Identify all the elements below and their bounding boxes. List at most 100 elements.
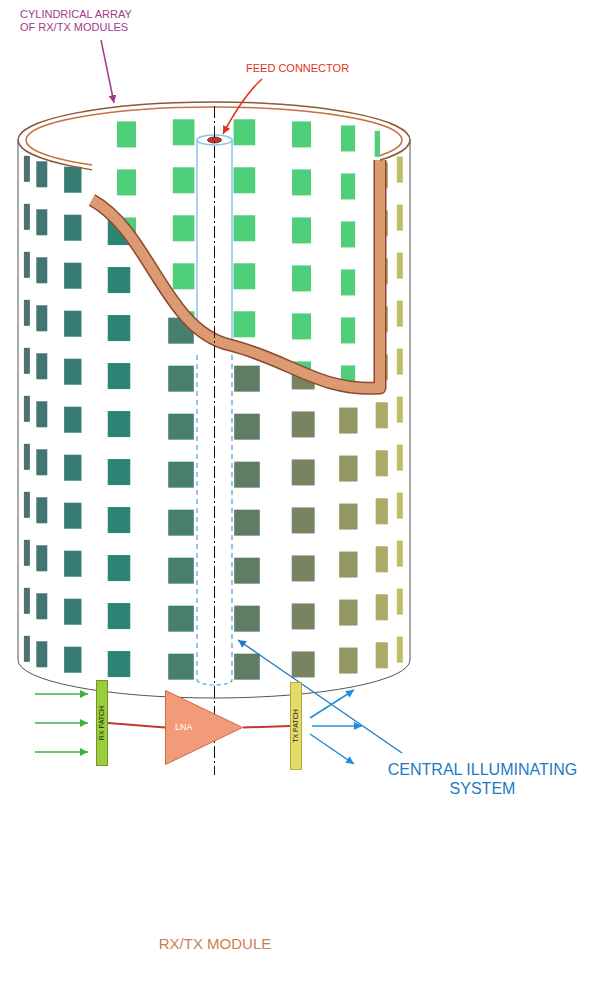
- outer-module-patch: [36, 401, 47, 427]
- rx-patch-antenna: RX PATCH: [96, 680, 108, 766]
- inner-module-patch: [341, 317, 355, 343]
- outer-module-patch: [292, 411, 315, 437]
- signal-wire: [243, 726, 290, 728]
- inner-module-patch: [46, 227, 54, 253]
- outer-module-patch: [24, 444, 30, 470]
- outer-module-patch: [36, 209, 47, 235]
- outer-module-patch: [168, 366, 194, 392]
- outer-module-patch: [64, 167, 81, 193]
- outer-module-patch: [64, 551, 81, 577]
- outer-module-patch: [234, 414, 260, 440]
- inner-module-patch: [234, 119, 256, 145]
- outer-module-patch: [339, 600, 357, 626]
- outer-module-patch: [64, 359, 81, 385]
- module-arrows: [35, 690, 362, 764]
- inner-module-patch: [117, 265, 136, 291]
- inner-module-patch: [234, 311, 256, 337]
- tube-wall: [231, 140, 233, 355]
- outer-module-patch: [24, 588, 30, 614]
- inner-module-patch: [117, 121, 136, 147]
- inner-module-patch: [46, 323, 54, 349]
- outer-module-patch: [24, 156, 30, 182]
- inner-module-patch: [173, 119, 195, 145]
- inner-module-patch: [341, 269, 355, 295]
- outer-module-patch: [24, 396, 30, 422]
- incoming-wave-arrow: [35, 722, 88, 724]
- outer-module-patch: [36, 353, 47, 379]
- inner-module-patch: [292, 265, 311, 291]
- inner-module-patch: [46, 275, 54, 301]
- inner-module-patch: [341, 125, 355, 151]
- outer-module-patch: [397, 445, 403, 471]
- inner-module-patch: [73, 221, 87, 247]
- leader-line: [223, 79, 262, 134]
- outer-module-patch: [168, 462, 194, 488]
- part-label: CYLINDRICAL ARRAY OF RX/TX MODULES: [20, 8, 145, 34]
- incoming-wave-arrow: [35, 693, 88, 695]
- inner-module-patch: [73, 125, 87, 151]
- signal-wire: [108, 723, 165, 728]
- outer-module-patch: [376, 642, 388, 668]
- outer-module-patch: [234, 462, 260, 488]
- outer-module-patch: [24, 204, 30, 230]
- outer-module-patch: [108, 267, 131, 293]
- inner-module-patch: [292, 313, 311, 339]
- outer-module-patch: [234, 366, 260, 392]
- node-text: TX PATCH: [292, 709, 300, 743]
- outer-module-patch: [397, 589, 403, 615]
- leader-line: [101, 40, 114, 103]
- inner-module-patch: [173, 359, 195, 385]
- amplifier-triangle: [166, 691, 243, 765]
- inner-module-patch: [375, 131, 383, 157]
- outer-module-patch: [64, 647, 81, 673]
- inner-module-patch: [173, 215, 195, 241]
- outer-module-patch: [36, 449, 47, 475]
- outer-module-patch: [292, 459, 315, 485]
- outer-module-patch: [397, 157, 403, 183]
- outer-module-patch: [376, 546, 388, 572]
- inner-module-patch: [234, 167, 256, 193]
- outer-module-patch: [376, 594, 388, 620]
- outer-module-patch: [36, 161, 47, 187]
- outer-module-patch: [64, 263, 81, 289]
- outer-module-patch: [234, 654, 260, 680]
- outer-module-patch: [24, 540, 30, 566]
- outer-module-patch: [24, 492, 30, 518]
- outer-module-patch: [292, 507, 315, 533]
- tx-patch-antenna: TX PATCH: [290, 682, 302, 770]
- outer-module-patch: [292, 651, 315, 677]
- outer-module-patch: [234, 510, 260, 536]
- outer-module-patch: [234, 606, 260, 632]
- outer-module-patch: [36, 593, 47, 619]
- cut-band: [92, 160, 380, 388]
- outer-module-patch: [24, 348, 30, 374]
- inner-module-patch: [173, 167, 195, 193]
- outer-module-patch: [108, 315, 131, 341]
- outer-module-patch: [108, 603, 131, 629]
- outer-module-patch: [339, 648, 357, 674]
- tube-hidden-wall: [196, 355, 197, 680]
- outer-module-patch: [36, 305, 47, 331]
- inner-module-patch: [234, 263, 256, 289]
- outer-module-patch: [339, 408, 357, 434]
- outer-module-patch: [64, 503, 81, 529]
- outer-module-patch: [168, 654, 194, 680]
- outer-module-patch: [36, 257, 47, 283]
- inner-module-patch: [73, 173, 87, 199]
- lna-amplifier: LNA: [165, 690, 243, 765]
- outer-module-patch: [24, 300, 30, 326]
- outer-module-patch: [168, 558, 194, 584]
- outer-module-patch: [376, 450, 388, 476]
- outgoing-wave-arrow: [312, 725, 362, 727]
- outer-module-patch: [397, 301, 403, 327]
- inner-module-patch: [341, 173, 355, 199]
- inner-module-patch: [73, 317, 87, 343]
- inner-module-patch: [234, 359, 256, 385]
- outer-module-patch: [24, 252, 30, 278]
